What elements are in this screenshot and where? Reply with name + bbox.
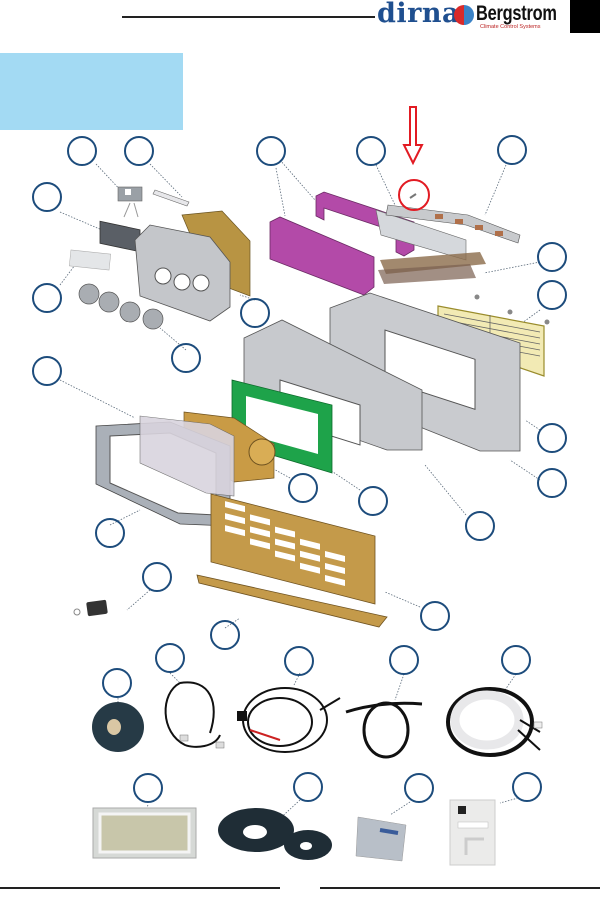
callout-label-sticker [32,283,62,313]
callout-yellow-grille [537,280,567,310]
callout-bezel-inner [95,518,125,548]
title-box [0,53,183,130]
callout-bezel-frame [32,356,62,386]
footer-rule-right [320,887,600,889]
callout-remote [142,562,172,592]
drain-fittings-part [449,799,496,866]
bergstrom-logo: Bergstrom [476,2,557,25]
air-vents-part [78,283,164,330]
fin-grille-part [385,204,521,244]
harness-power-part [237,687,341,753]
callout-air-vents [171,343,201,373]
callout-filter-mesh [537,242,567,272]
drip-tray-part [196,574,388,628]
seal-strip-part [218,808,332,860]
callout-air-filter-panel [133,773,163,803]
evaporator-part [375,209,486,284]
callout-control-panel [32,182,62,212]
control-module-part [117,186,143,218]
front-grille-part [210,493,376,605]
highlight-arrow [398,106,430,211]
globe-icon [454,5,474,25]
callout-foam-tape [102,668,132,698]
callout-harness-power [284,646,314,676]
remote-part [73,599,108,617]
callout-main-frame [465,511,495,541]
page-tab-marker [570,0,600,33]
hardware-bag-part [355,816,407,862]
callout-green-gasket [358,486,388,516]
dirna-logo: dirna [377,0,460,29]
callout-rear-frame [537,468,567,498]
drain-hose-part [345,701,423,759]
callout-blower [288,473,318,503]
front-housing-part [134,224,231,322]
callout-evaporator [356,136,386,166]
callout-harness-small [155,643,185,673]
callout-front-grille [420,601,450,631]
footer-rule-left [0,887,280,889]
callout-rear-plate [240,298,270,328]
foam-tape-part [92,702,144,752]
screw-part [409,193,417,199]
air-filter-panel-part [92,807,197,859]
control-panel-part [99,220,141,253]
magenta-covers-part [269,191,415,296]
callout-rear-frame-top [537,423,567,453]
callout-magenta-covers [256,136,286,166]
label-sticker-part [68,249,112,271]
callout-harness-main [501,645,531,675]
callout-control-module [67,136,97,166]
bergstrom-tagline: Climate Control Systems [480,24,541,30]
harness-main-part [446,687,543,757]
bezel-frame-part [95,415,235,527]
callout-drain-hose [389,645,419,675]
callout-seal-strip [293,772,323,802]
callout-fin-grille [497,135,527,165]
callout-drip-tray [210,620,240,650]
header-rule [122,16,375,18]
ribbon-cable-part [152,189,190,207]
callout-drain-fittings [512,772,542,802]
callout-ribbon-cable [124,136,154,166]
callout-hardware-bag [404,773,434,803]
harness-small-part [164,681,225,749]
